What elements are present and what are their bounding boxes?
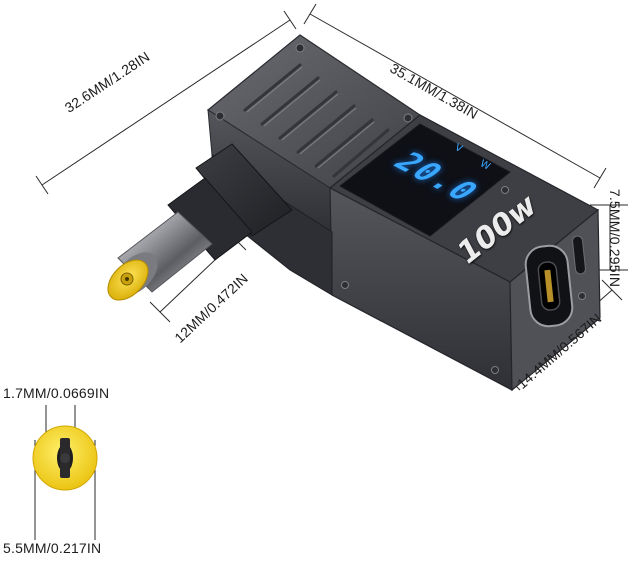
adapter-body [206, 34, 601, 392]
display-screen [339, 123, 511, 237]
tip-cross-section [32, 425, 98, 491]
barrel-plug [107, 143, 293, 301]
dim-label-inner-diameter: 1.7MM/0.0669IN [3, 385, 110, 401]
dim-label-height-right: 7.5MM/0.295IN [607, 188, 624, 288]
dim-label-outer-diameter: 5.5MM/0.217IN [3, 540, 102, 556]
